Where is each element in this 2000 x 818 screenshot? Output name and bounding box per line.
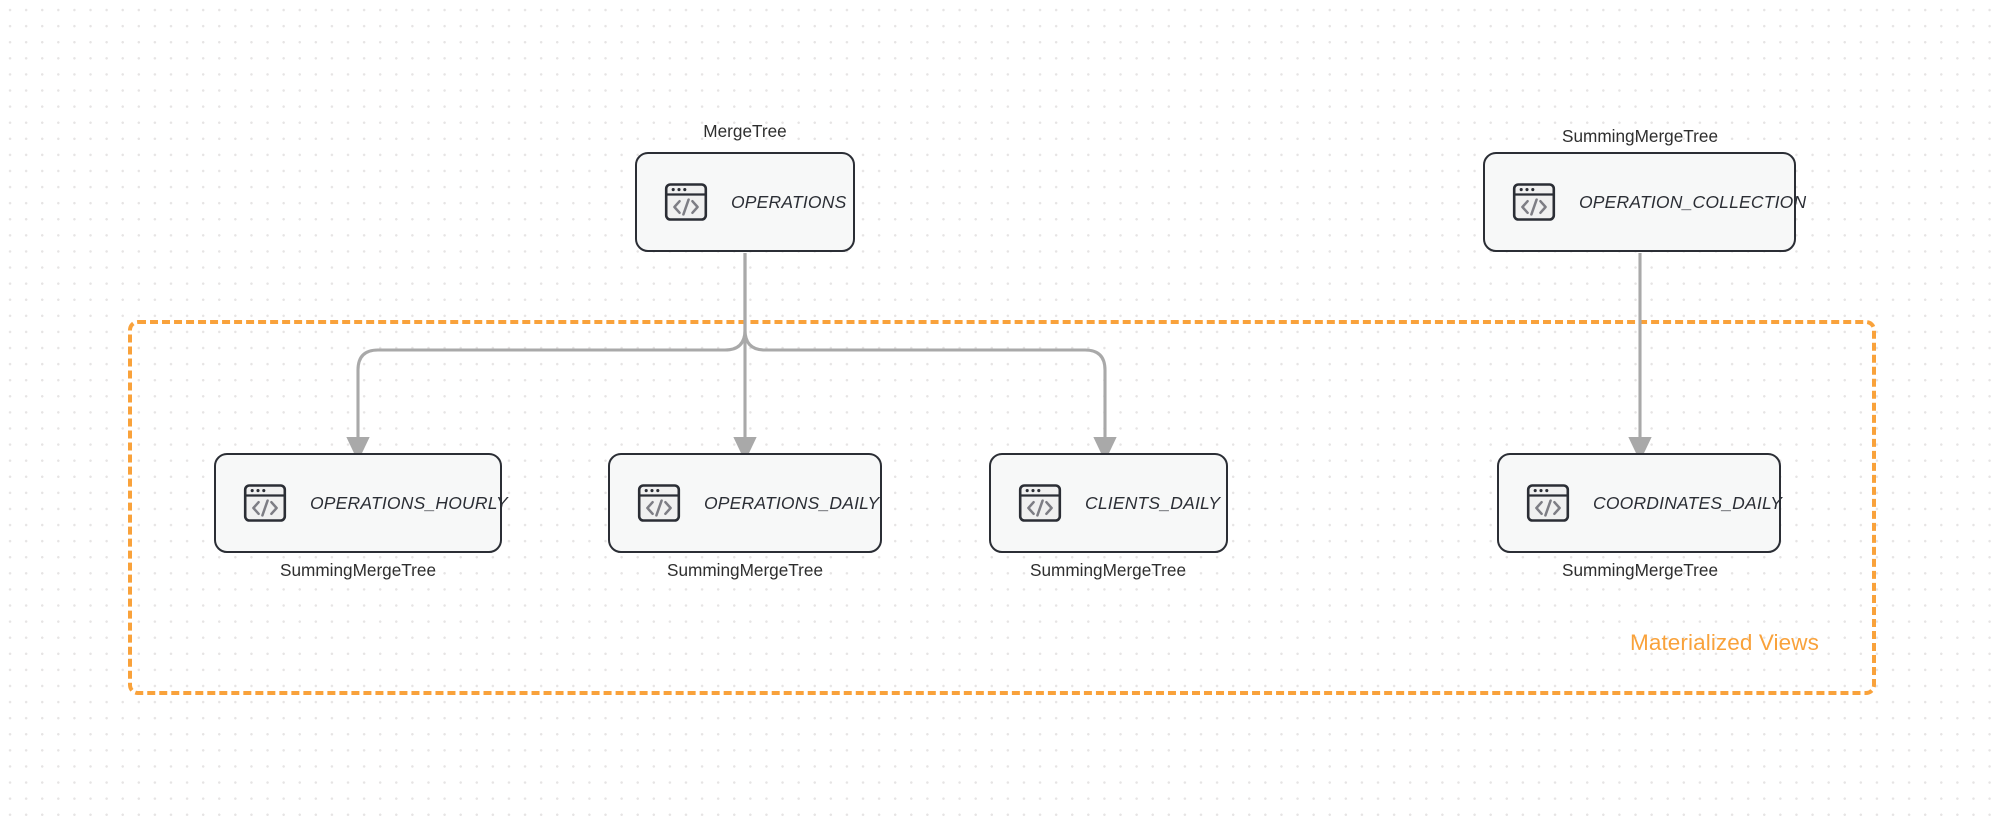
node-operations[interactable]: OPERATIONS (635, 152, 855, 252)
code-window-icon (1526, 484, 1570, 522)
code-window-icon (1512, 183, 1556, 221)
node-coordinates-daily-label: COORDINATES_DAILY (1593, 492, 1783, 513)
node-operations-daily-label: OPERATIONS_DAILY (704, 492, 880, 513)
node-clients-daily[interactable]: CLIENTS_DAILY (989, 453, 1228, 553)
coordinates-daily-engine-caption: SummingMergeTree (1561, 560, 1718, 580)
node-operations-daily[interactable]: OPERATIONS_DAILY (608, 453, 882, 553)
node-operations-label: OPERATIONS (731, 191, 847, 212)
operations-engine-caption: MergeTree (703, 121, 787, 141)
node-operations-hourly[interactable]: OPERATIONS_HOURLY (214, 453, 508, 553)
code-window-icon (664, 183, 708, 221)
node-operation-collection-label: OPERATION_COLLECTION (1579, 191, 1807, 212)
clients-daily-engine-caption: SummingMergeTree (1029, 560, 1186, 580)
node-clients-daily-label: CLIENTS_DAILY (1085, 492, 1221, 513)
operations-daily-engine-caption: SummingMergeTree (666, 560, 823, 580)
node-operations-hourly-label: OPERATIONS_HOURLY (310, 492, 508, 513)
operation-collection-engine-caption: SummingMergeTree (1561, 126, 1718, 146)
node-operation-collection[interactable]: OPERATION_COLLECTION (1483, 152, 1806, 252)
code-window-icon (1018, 484, 1062, 522)
operations-hourly-engine-caption: SummingMergeTree (279, 560, 436, 580)
code-window-icon (637, 484, 681, 522)
code-window-icon (243, 484, 287, 522)
materialized-views-group-label: Materialized Views (1630, 630, 1819, 655)
node-coordinates-daily[interactable]: COORDINATES_DAILY (1497, 453, 1783, 553)
